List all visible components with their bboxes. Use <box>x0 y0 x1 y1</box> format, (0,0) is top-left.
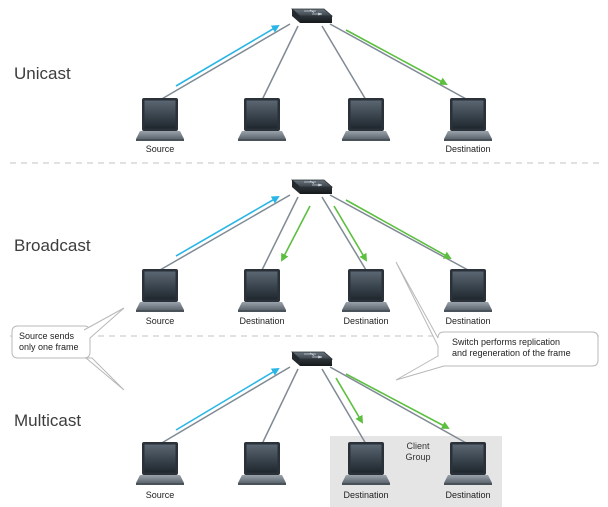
multicast-dest-arrow-1 <box>335 377 364 424</box>
switch-callout-line-2: and regeneration of the frame <box>452 348 571 358</box>
laptop-icon <box>444 442 492 485</box>
unicast-source-label: Source <box>145 144 175 154</box>
multicast-links <box>159 366 469 445</box>
multicast-source-arrow <box>175 367 280 431</box>
section-title-unicast: Unicast <box>14 64 71 83</box>
laptop-icon <box>238 269 286 312</box>
broadcast-dest-arrow-1 <box>281 205 311 262</box>
multicast-dest-arrow-2 <box>345 373 450 429</box>
client-group-label: Client Group <box>400 441 436 463</box>
source-callout-line-2: only one frame <box>19 342 79 352</box>
switch-icon <box>290 179 334 194</box>
broadcast-destination-label: Destination <box>445 316 491 326</box>
unicast-source-arrow <box>175 24 280 87</box>
unicast-links <box>159 23 469 101</box>
unicast-dest-arrow <box>345 29 448 85</box>
client-group-line-1: Client <box>406 441 430 451</box>
broadcast-destination-label: Destination <box>239 316 285 326</box>
broadcast-dest-arrow-2 <box>333 205 368 262</box>
section-title-multicast: Multicast <box>14 411 82 430</box>
laptop-icon <box>444 269 492 312</box>
laptop-icon <box>238 442 286 485</box>
laptop-icon <box>342 442 390 485</box>
multicast-destination-label: Destination <box>343 490 389 500</box>
section-title-broadcast: Broadcast <box>14 236 91 255</box>
laptop-icon <box>136 269 184 312</box>
broadcast-links <box>159 194 469 271</box>
unicast-destination-label: Destination <box>445 144 491 154</box>
client-group-line-2: Group <box>405 452 431 462</box>
source-callout-line-1: Source sends <box>19 331 75 341</box>
multicast-destination-label: Destination <box>445 490 491 500</box>
source-callout-pointer-up <box>83 307 125 339</box>
switch-callout-pointer-down <box>395 355 445 381</box>
laptop-icon <box>238 98 286 141</box>
broadcast-source-label: Source <box>145 316 175 326</box>
switch-icon <box>290 8 334 23</box>
laptop-icon <box>444 98 492 141</box>
laptop-icon <box>342 98 390 141</box>
laptop-icon <box>136 98 184 141</box>
broadcast-source-arrow <box>175 195 280 257</box>
switch-callout-line-1: Switch performs replication <box>452 337 561 347</box>
broadcast-dest-arrow-3 <box>345 199 452 259</box>
broadcast-destination-label: Destination <box>343 316 389 326</box>
switch-callout-text: Switch performs replication and regenera… <box>452 337 571 359</box>
switch-icon <box>290 351 334 366</box>
multicast-source-label: Source <box>145 490 175 500</box>
source-callout-text: Source sends only one frame <box>19 331 79 353</box>
laptop-icon <box>136 442 184 485</box>
laptop-icon <box>342 269 390 312</box>
